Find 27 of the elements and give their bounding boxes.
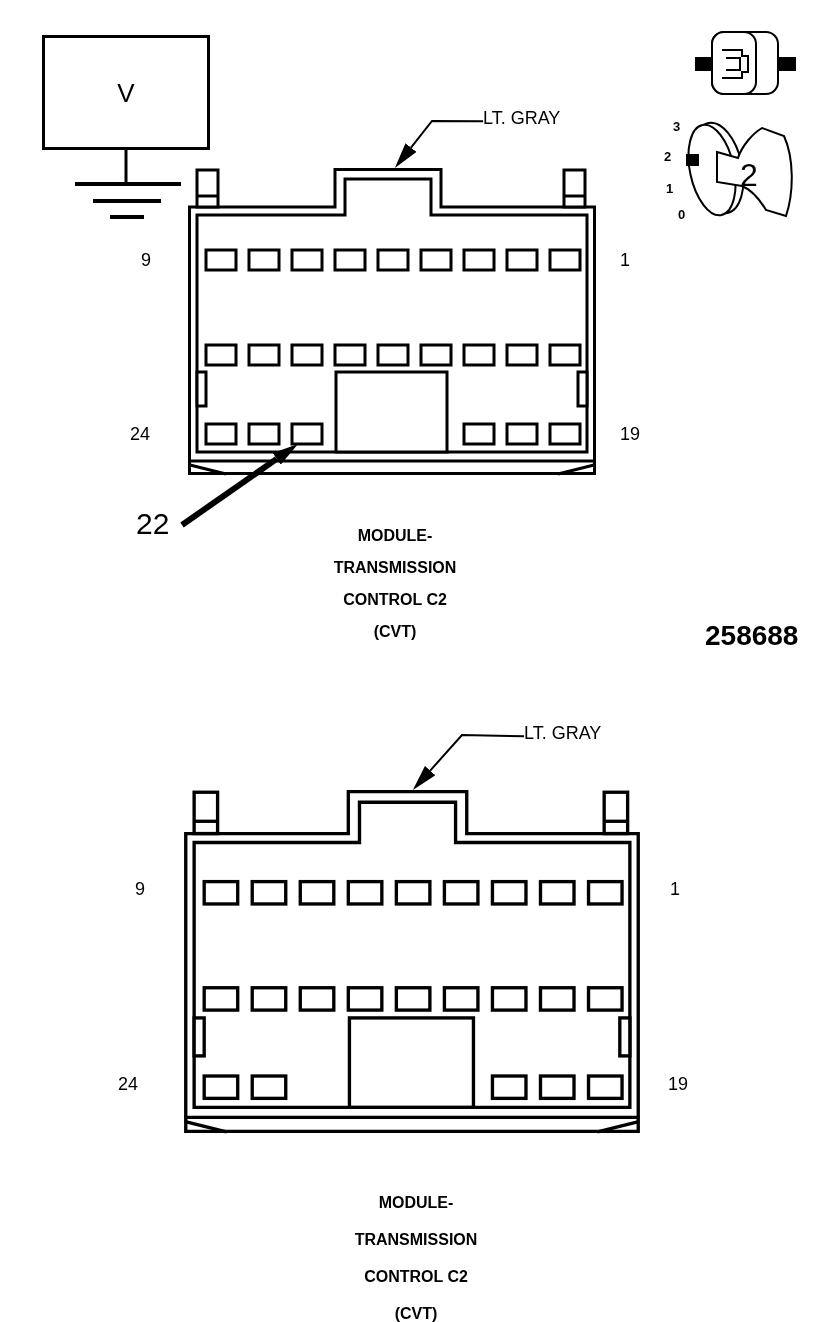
arrow [180,444,298,528]
meter-symbol: V [117,79,135,106]
position-number: 1 [666,182,674,197]
terminal-cavity [290,422,324,446]
connector-drawing [183,790,641,1133]
connector-caption: MODULE- TRANSMISSION CONTROL C2 (CVT) [332,526,458,642]
callout-number: 22 [136,506,170,542]
pin-number: 24 [118,1074,139,1095]
wire-color-note: LT. GRAY [524,723,602,745]
key-position-number: 2 [740,157,758,194]
pin-number: 1 [620,250,630,271]
voltmeter-box [42,35,210,150]
pin-number: 9 [135,879,145,900]
pin-number: 1 [670,879,680,900]
pin-number: 9 [141,250,151,271]
pin-number: 24 [130,424,151,445]
position-number: 3 [673,120,681,135]
pin-number: 19 [668,1074,689,1095]
wire-color-note: LT. GRAY [483,108,561,130]
connector-caption: MODULE- TRANSMISSION CONTROL C2 (CVT) [353,1193,479,1322]
pin-number: 19 [620,424,641,445]
position-number: 0 [678,208,686,223]
figure-number: 258688 [705,620,799,653]
leader-line [394,120,484,168]
connector-drawing [188,168,596,475]
leader-line [412,734,525,790]
position-number: 2 [664,150,672,165]
